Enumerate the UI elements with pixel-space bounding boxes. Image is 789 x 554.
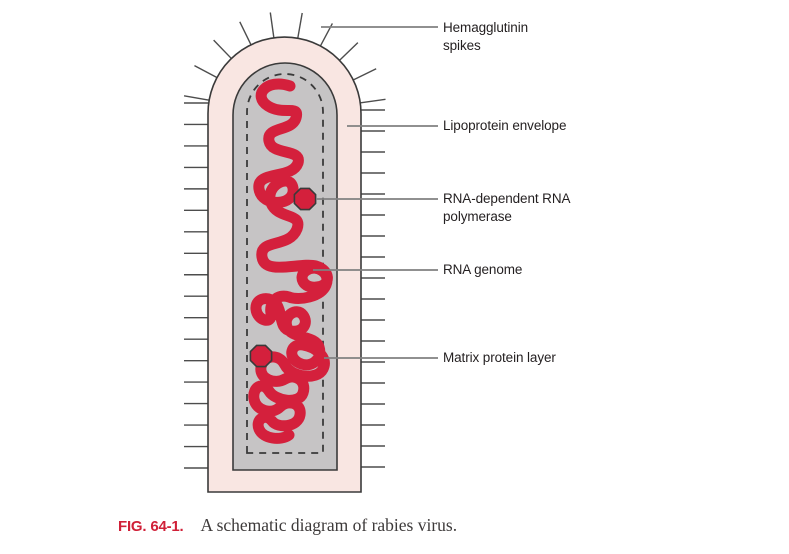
spike-line — [337, 42, 359, 62]
label-rna-polymerase: RNA-dependent RNA polymerase — [443, 191, 571, 224]
spike-line — [358, 98, 386, 104]
spike-line — [213, 39, 233, 61]
spike-line — [296, 12, 303, 40]
spike-line — [351, 68, 377, 82]
figure-number: FIG. 64-1. — [118, 518, 184, 535]
label-lipoprotein-envelope: Lipoprotein envelope — [443, 118, 567, 133]
leader-lines — [313, 26, 438, 359]
rna-polymerase-octagon-lower — [249, 344, 273, 368]
label-matrix-protein-layer: Matrix protein layer — [443, 350, 556, 365]
spike-line — [239, 21, 253, 47]
rna-genome-squiggle — [248, 78, 333, 444]
spike-line — [194, 64, 219, 79]
figure-caption: FIG. 64-1. A schematic diagram of rabies … — [118, 515, 738, 536]
hemagglutinin-spikes-group — [183, 12, 386, 469]
spike-line — [269, 12, 275, 40]
nucleocapsid-dashed-outline — [246, 73, 324, 454]
label-rna-genome: RNA genome — [443, 262, 523, 277]
figure-caption-text: A schematic diagram of rabies virus. — [200, 515, 458, 535]
spike-line — [183, 95, 211, 102]
rna-polymerase-octagon-upper — [293, 187, 317, 211]
label-hemagglutinin-spikes: Hemagglutinin spikes — [443, 20, 528, 53]
